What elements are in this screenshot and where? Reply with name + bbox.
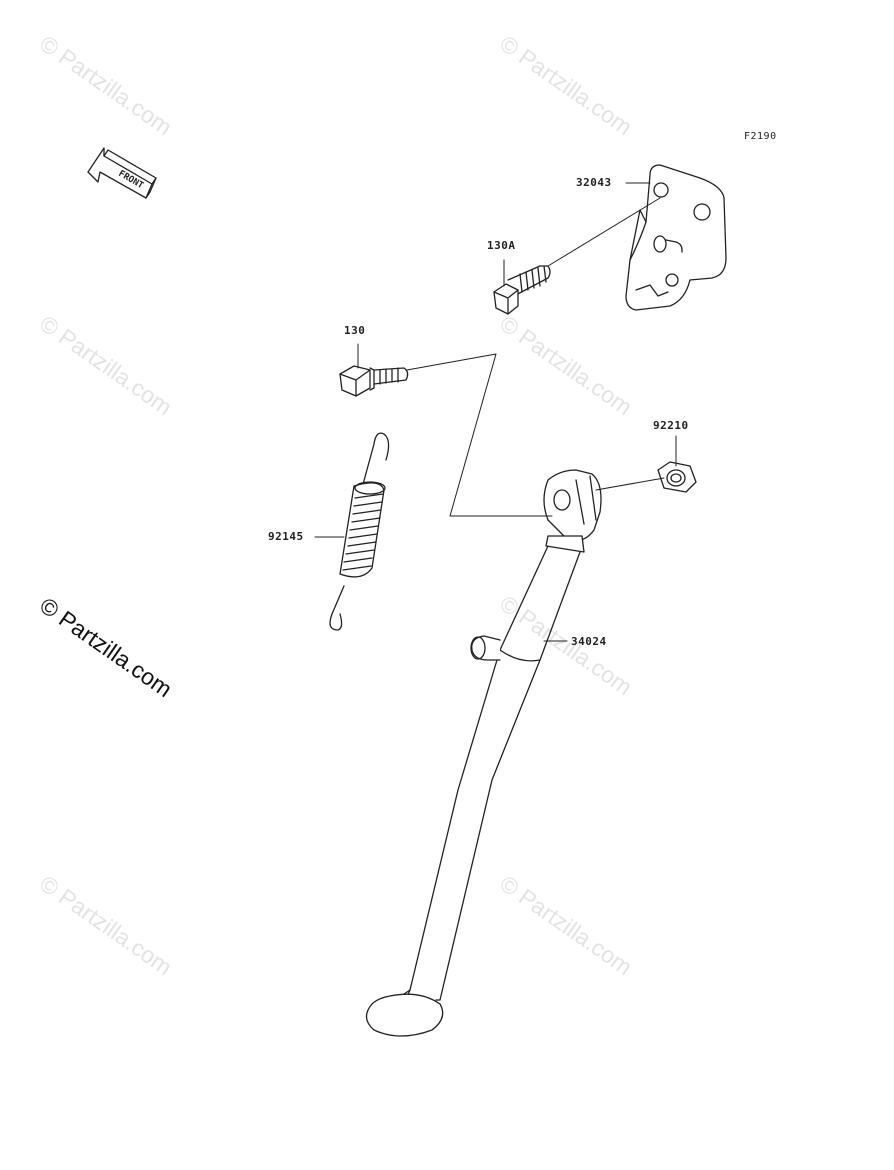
bracket-32043 bbox=[625, 164, 727, 311]
nut-92210 bbox=[657, 461, 697, 493]
front-arrow-icon: FRONT bbox=[87, 147, 157, 199]
part-label[interactable]: 34024 bbox=[571, 635, 607, 648]
bolt-130A bbox=[493, 265, 551, 315]
side-stand-34024 bbox=[365, 469, 602, 1037]
part-label[interactable]: 92145 bbox=[268, 530, 304, 543]
spring-92145 bbox=[329, 432, 390, 631]
reference-code: F2190 bbox=[744, 131, 777, 142]
part-label[interactable]: 130A bbox=[487, 239, 516, 252]
part-label[interactable]: 130 bbox=[344, 324, 366, 337]
leader-lines bbox=[314, 182, 677, 642]
bolt-130 bbox=[339, 365, 409, 397]
part-label[interactable]: 32043 bbox=[576, 176, 612, 189]
part-label[interactable]: 92210 bbox=[653, 419, 689, 432]
